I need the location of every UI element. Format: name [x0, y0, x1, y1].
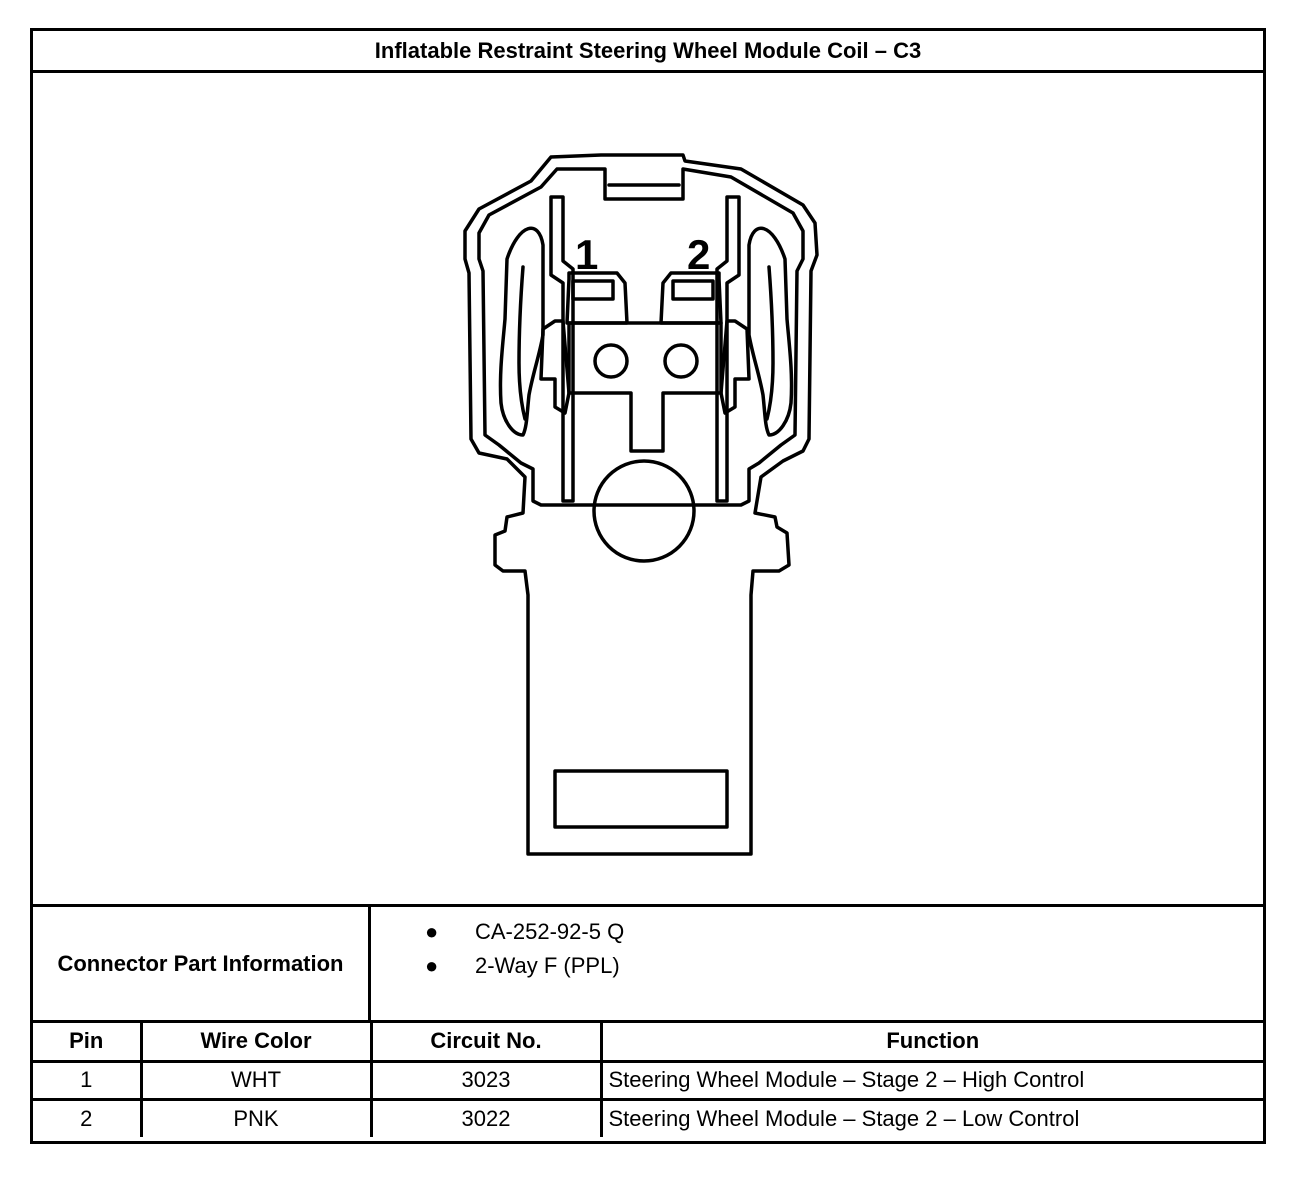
- header-function: Function: [601, 1023, 1263, 1063]
- terminal-block: [567, 321, 723, 453]
- connector-body-outline: [463, 153, 819, 856]
- cell-pin: 1: [33, 1061, 143, 1101]
- header-circuit-no: Circuit No.: [371, 1023, 603, 1063]
- pin-table-header: Pin Wire Color Circuit No. Function: [33, 1023, 1263, 1063]
- terminal-cavity-1-frame: [565, 271, 629, 325]
- connector-body-inner: [477, 167, 805, 507]
- right-lock-arm: [747, 226, 794, 437]
- pin-table: Pin Wire Color Circuit No. Function 1 WH…: [33, 1023, 1263, 1137]
- cell-circuit: 3023: [371, 1061, 603, 1101]
- cell-pin: 2: [33, 1099, 143, 1137]
- pin-1-socket: [593, 343, 629, 379]
- connector-part-row: Connector Part Information ● CA-252-92-5…: [33, 907, 1263, 1023]
- pin-2-socket: [663, 343, 699, 379]
- header-pin: Pin: [33, 1023, 143, 1063]
- left-lock-arm-inner: [517, 265, 527, 421]
- table-row: 2 PNK 3022 Steering Wheel Module – Stage…: [33, 1099, 1263, 1137]
- connector-part-item-text: CA-252-92-5 Q: [475, 919, 625, 944]
- right-guide-bar: [715, 195, 741, 503]
- right-lock-arm-inner: [765, 265, 775, 421]
- cell-function: Steering Wheel Module – Stage 2 – Low Co…: [608, 1105, 1080, 1131]
- cell-circuit: 3022: [371, 1099, 603, 1137]
- connector-drawing: 1 2: [463, 153, 819, 856]
- bullet-icon: ●: [425, 953, 439, 978]
- cell-function: Steering Wheel Module – Stage 2 – High C…: [601, 1061, 1263, 1101]
- cell-wire-color: WHT: [141, 1061, 373, 1101]
- terminal-cavity-2: [671, 279, 715, 301]
- connector-part-label: Connector Part Information: [33, 907, 371, 1020]
- connector-sheet: Inflatable Restraint Steering Wheel Modu…: [30, 28, 1266, 1144]
- connector-part-list: ● CA-252-92-5 Q ● 2-Way F (PPL): [371, 907, 1263, 1020]
- bottom-window: [553, 769, 729, 829]
- cell-wire-color: PNK: [141, 1099, 373, 1137]
- bullet-icon: ●: [425, 919, 439, 944]
- header-wire-color: Wire Color: [141, 1023, 373, 1063]
- round-boss: [592, 459, 696, 563]
- connector-diagram-area: 1 2: [33, 73, 1263, 907]
- left-guide-bar: [549, 195, 575, 503]
- table-row: 1 WHT 3023 Steering Wheel Module – Stage…: [33, 1061, 1263, 1101]
- pin-label-1: 1: [575, 231, 598, 278]
- connector-part-item-text: 2-Way F (PPL): [475, 953, 620, 978]
- left-side-tab: [539, 319, 571, 415]
- left-lock-arm: [498, 226, 545, 437]
- connector-title: Inflatable Restraint Steering Wheel Modu…: [33, 31, 1263, 73]
- pin-label-2: 2: [687, 231, 710, 278]
- terminal-cavity-1: [571, 279, 615, 301]
- right-side-tab: [719, 319, 751, 415]
